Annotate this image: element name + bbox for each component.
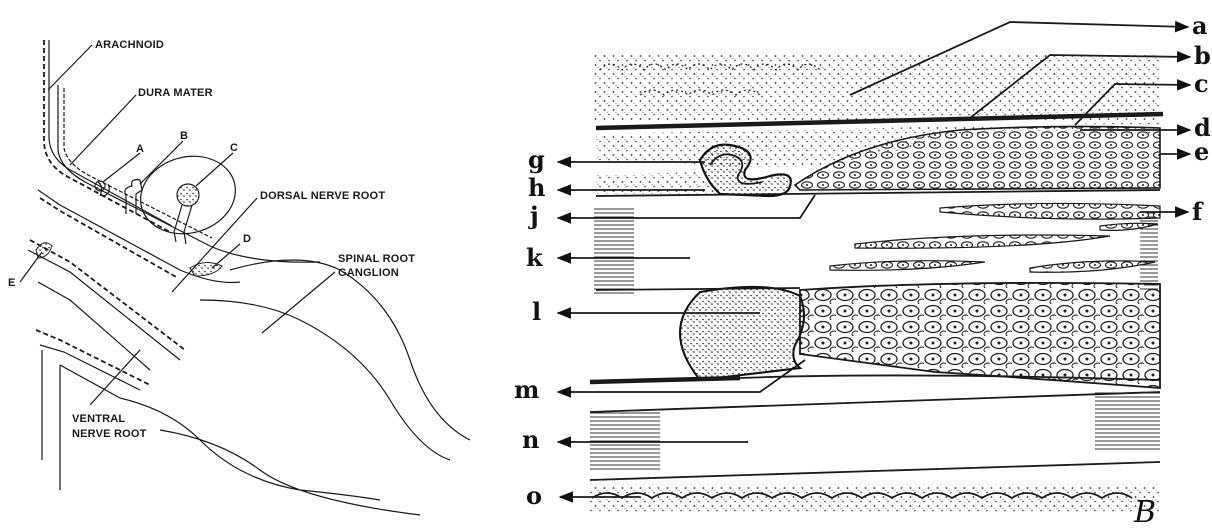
label-arachnoid: ARACHNOID	[95, 39, 164, 51]
structure-c-cluster	[177, 184, 199, 206]
top-stippled-layer	[592, 55, 1160, 120]
panel-letter: B	[1133, 495, 1156, 529]
right-figure: a b c d e f g h j k l m n o B	[514, 11, 1211, 529]
n-bottom-line	[590, 462, 1160, 480]
label-nerve-root: NERVE ROOT	[72, 428, 147, 440]
label-b: B	[180, 130, 188, 142]
label-right-m: m	[514, 375, 539, 404]
hatch-n-right	[1095, 390, 1160, 450]
leader-dura	[70, 95, 136, 165]
leader-ganglion	[262, 272, 335, 333]
label-c: C	[230, 142, 238, 154]
structure-c-stalk	[174, 205, 192, 244]
label-spinal-root: SPINAL ROOT	[338, 253, 415, 265]
label-right-b: b	[1194, 41, 1211, 70]
spindle-4	[1030, 261, 1155, 272]
label-right-j: j	[528, 201, 539, 230]
hatch-k-right	[1140, 210, 1158, 290]
stipple-region-h	[596, 172, 720, 196]
leader-a	[103, 153, 140, 182]
leader-dorsal	[172, 198, 257, 292]
label-right-o: o	[526, 481, 542, 510]
label-ganglion: GANGLION	[338, 267, 399, 279]
arachnoid-membrane	[44, 40, 170, 232]
label-right-a: a	[1192, 11, 1208, 40]
l-band-bottom	[590, 378, 740, 382]
label-right-f: f	[1192, 197, 1204, 226]
bottom-stipple	[590, 484, 1160, 512]
label-right-k: k	[526, 243, 544, 272]
dura-mater-outer	[58, 85, 320, 262]
label-a: A	[136, 143, 144, 155]
label-right-c: c	[1194, 69, 1209, 98]
hatch-k-left	[594, 208, 634, 296]
label-dorsal-nerve-root: DORSAL NERVE ROOT	[260, 190, 385, 202]
label-dura-mater: DURA MATER	[138, 87, 213, 99]
spindle-2	[855, 235, 1110, 248]
leader-e	[20, 252, 42, 282]
structure-b	[125, 180, 142, 214]
left-figure: ARACHNOID DURA MATER A B C DORSAL NERVE …	[8, 39, 470, 515]
ganglion-tail	[120, 398, 420, 515]
ventral-sheath-e	[40, 345, 140, 390]
stipple-region-l	[680, 287, 804, 380]
leader-b	[140, 141, 183, 184]
spindle-3	[830, 261, 985, 271]
leader-arachnoid	[48, 45, 92, 90]
leader-d	[212, 244, 240, 268]
structure-a-nodule	[95, 181, 105, 191]
n-top-line	[590, 392, 1160, 412]
cell-layer-lower	[800, 283, 1160, 388]
label-d: D	[243, 233, 251, 245]
label-e: E	[8, 277, 16, 289]
label-right-h: h	[528, 173, 545, 202]
label-right-l: l	[532, 297, 541, 326]
arachnoid-inner-line	[49, 40, 172, 226]
label-ventral: VENTRAL	[72, 413, 125, 425]
label-right-e: e	[1194, 137, 1209, 166]
label-right-n: n	[522, 425, 539, 454]
spindle-f	[940, 203, 1160, 219]
label-right-g: g	[528, 145, 545, 174]
ventral-sheath-b	[28, 250, 180, 360]
spinal-root-ganglion	[200, 260, 470, 460]
structure-d	[190, 262, 222, 276]
